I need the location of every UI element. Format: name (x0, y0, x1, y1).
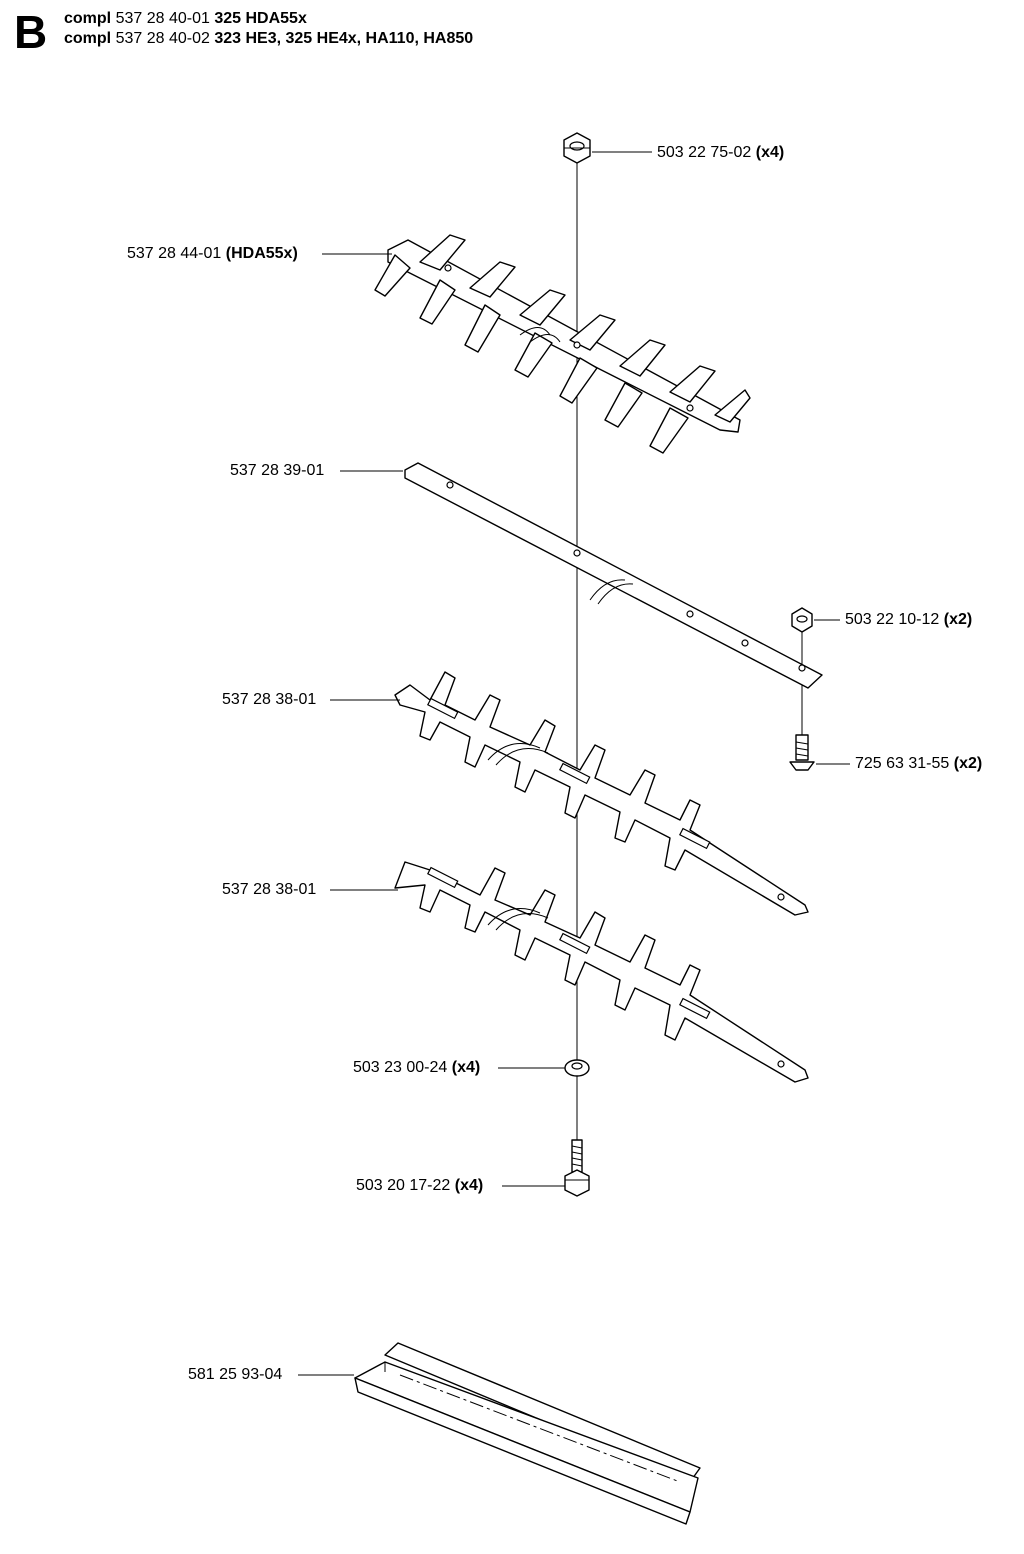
part-label-screw: 725 63 31-55 (x2) (855, 755, 982, 773)
header-assembly-number: 537 28 40-02 (115, 30, 210, 47)
washer-shape (564, 1059, 590, 1077)
blade-guard-shape (354, 1342, 701, 1525)
header-models: 325 HDA55x (214, 10, 307, 27)
header-prefix: compl (64, 30, 112, 47)
header-prefix: compl (64, 10, 112, 27)
part-number: 725 63 31-55 (855, 755, 950, 772)
part-number: 503 23 00-24 (353, 1059, 448, 1076)
part-number: 537 28 44-01 (127, 245, 222, 262)
lower-blade-shape (394, 861, 809, 1083)
part-label-washer: 503 23 00-24 (x4) (353, 1059, 480, 1077)
part-label-nut-small: 503 22 10-12 (x2) (845, 611, 972, 629)
part-qty: (x2) (953, 755, 983, 772)
part-number: 537 28 38-01 (222, 691, 317, 708)
header-line-1: compl 537 28 40-01 325 HDA55x (64, 10, 307, 28)
section-letter: B (14, 6, 48, 58)
header-assembly-number: 537 28 40-01 (115, 10, 210, 27)
part-label-reinforcement-bar: 537 28 39-01 (230, 462, 324, 480)
upper-blade-shape (394, 671, 809, 916)
part-qty: (x4) (451, 1059, 481, 1076)
part-label-upper-blade: 537 28 38-01 (222, 691, 316, 709)
part-qty: (x4) (454, 1177, 484, 1194)
hex-nut-small (791, 607, 813, 633)
part-number: 503 22 10-12 (845, 611, 940, 628)
header-models: 323 HE3, 325 HE4x, HA110, HA850 (214, 30, 474, 47)
part-label-guard-bar: 537 28 44-01 (HDA55x) (127, 245, 298, 263)
part-number: 537 28 39-01 (230, 462, 325, 479)
hex-bolt (564, 1139, 590, 1197)
part-label-nut-top: 503 22 75-02 (x4) (657, 144, 784, 162)
part-number: 537 28 38-01 (222, 881, 317, 898)
part-number: 503 20 17-22 (356, 1177, 451, 1194)
countersunk-screw (789, 734, 815, 771)
part-qty: (HDA55x) (225, 245, 298, 262)
part-number: 503 22 75-02 (657, 144, 752, 161)
part-label-lower-blade: 537 28 38-01 (222, 881, 316, 899)
part-qty: (x2) (943, 611, 973, 628)
hex-nut-top (563, 132, 591, 164)
part-label-bolt: 503 20 17-22 (x4) (356, 1177, 483, 1195)
part-qty: (x4) (755, 144, 785, 161)
header-line-2: compl 537 28 40-02 323 HE3, 325 HE4x, HA… (64, 30, 473, 48)
part-label-blade-guard: 581 25 93-04 (188, 1366, 282, 1384)
reinforcement-bar-shape (404, 462, 823, 689)
part-number: 581 25 93-04 (188, 1366, 283, 1383)
guard-bar-shape (374, 234, 751, 454)
